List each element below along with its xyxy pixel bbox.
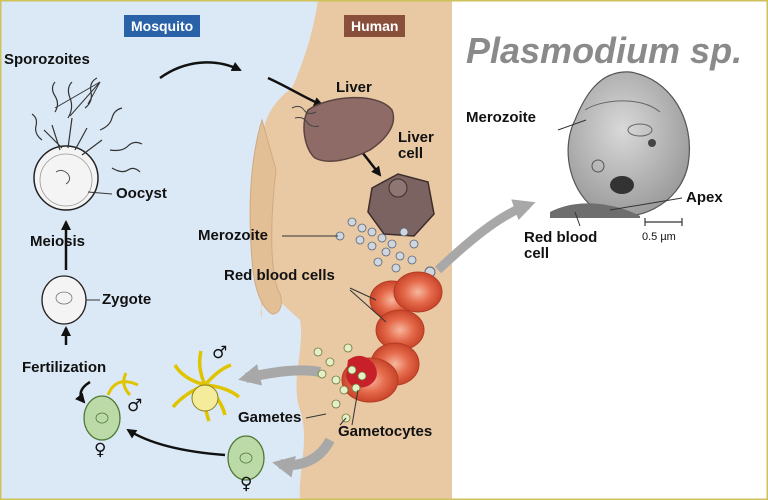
- electron-micrograph: [550, 68, 690, 227]
- oocyst-illustration: [33, 117, 103, 211]
- label-liver-cell: Liver cell: [398, 129, 434, 162]
- micrograph-label-apex: Apex: [686, 189, 723, 206]
- label-fertilization: Fertilization: [22, 359, 107, 376]
- male-symbol: ♂: [127, 396, 143, 416]
- micrograph-label-merozoite: Merozoite: [466, 109, 537, 126]
- female-gamete-illustration: [83, 395, 265, 481]
- zygote-illustration: [41, 275, 87, 325]
- label-oocyst: Oocyst: [116, 185, 167, 202]
- label-sporozoites: Sporozoites: [4, 51, 90, 68]
- label-liver: Liver: [336, 79, 372, 96]
- scale-bar-label: 0.5 µm: [642, 231, 676, 243]
- red-blood-cells-illustration: [313, 266, 443, 423]
- gray-arrow-male: [238, 364, 321, 386]
- gray-arrow-female: [272, 437, 335, 478]
- label-zygote: Zygote: [102, 291, 152, 308]
- male-gamete-illustration: [106, 350, 241, 422]
- female-symbol: ♀: [240, 474, 253, 494]
- arrow-to-fertilization: [74, 380, 91, 404]
- arrow-to-liver-cell: [361, 151, 382, 177]
- gray-arrow-micrograph: [434, 199, 536, 274]
- sporozoites-in-blood: [291, 105, 320, 127]
- leader-lines: [54, 81, 387, 426]
- mosquito-header: Mosquito: [124, 15, 201, 37]
- arrow-to-human: [159, 61, 242, 80]
- liver-cell-illustration: [335, 173, 435, 273]
- label-gametes: Gametes: [238, 409, 302, 426]
- human-arm: [249, 118, 282, 315]
- female-symbol: ♀: [94, 440, 107, 460]
- figure-title: Plasmodium sp.: [466, 30, 743, 71]
- micrograph-label-red-blood-cell: Red blood cell: [524, 229, 598, 262]
- liver-illustration: [303, 96, 395, 162]
- human-header: Human: [344, 15, 406, 37]
- label-red-blood-cells: Red blood cells: [224, 267, 335, 284]
- label-merozoite: Merozoite: [198, 227, 269, 244]
- arrow-to-liver: [267, 76, 324, 107]
- label-gametocytes: Gametocytes: [338, 423, 433, 440]
- label-meiosis: Meiosis: [30, 233, 86, 250]
- male-symbol: ♂: [212, 343, 228, 363]
- arrow-gametes-merge: [126, 428, 226, 457]
